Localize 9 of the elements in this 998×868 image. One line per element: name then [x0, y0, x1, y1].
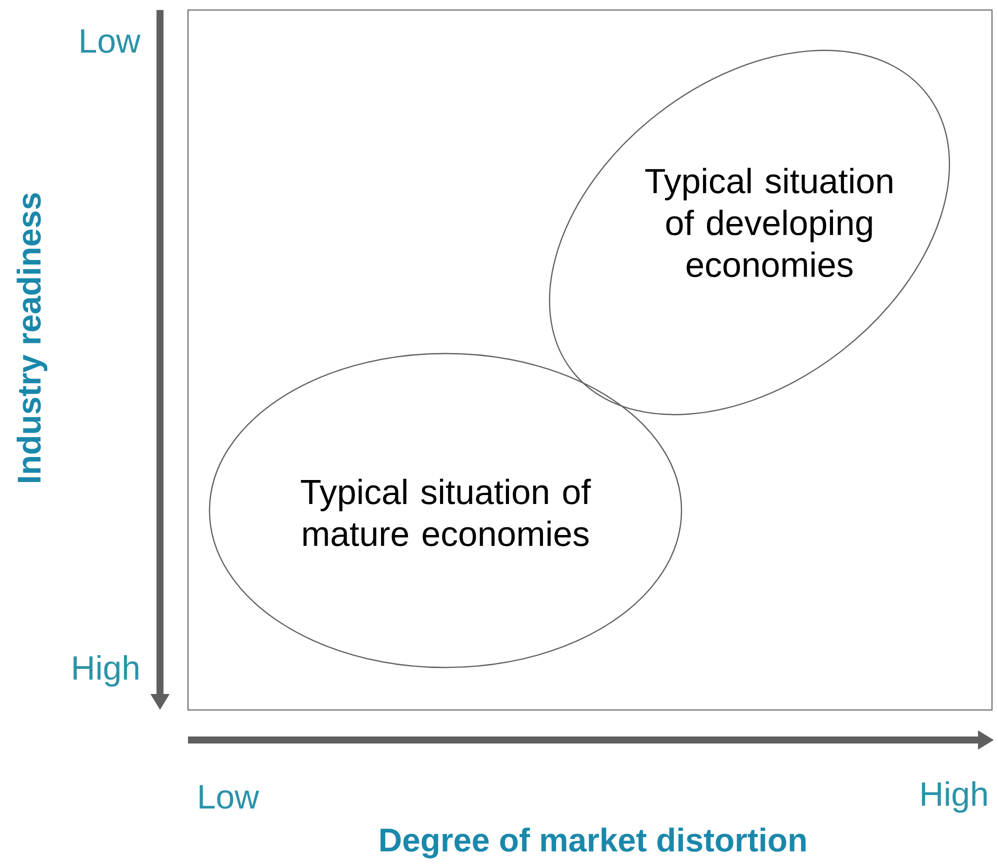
axis-title: Industry readiness: [16, 193, 48, 482]
axis-label: Low: [200, 785, 260, 809]
ellipse-region: Typical situation of developing economies: [549, 50, 950, 415]
axis-label: High: [74, 655, 138, 687]
axis-title: Degree of market distortion: [380, 828, 806, 858]
ellipse-region: Typical situation of mature economies: [208, 352, 682, 668]
chart-frame: [188, 10, 992, 710]
axis-label: High: [922, 781, 987, 813]
axis-label: Low: [81, 29, 141, 53]
